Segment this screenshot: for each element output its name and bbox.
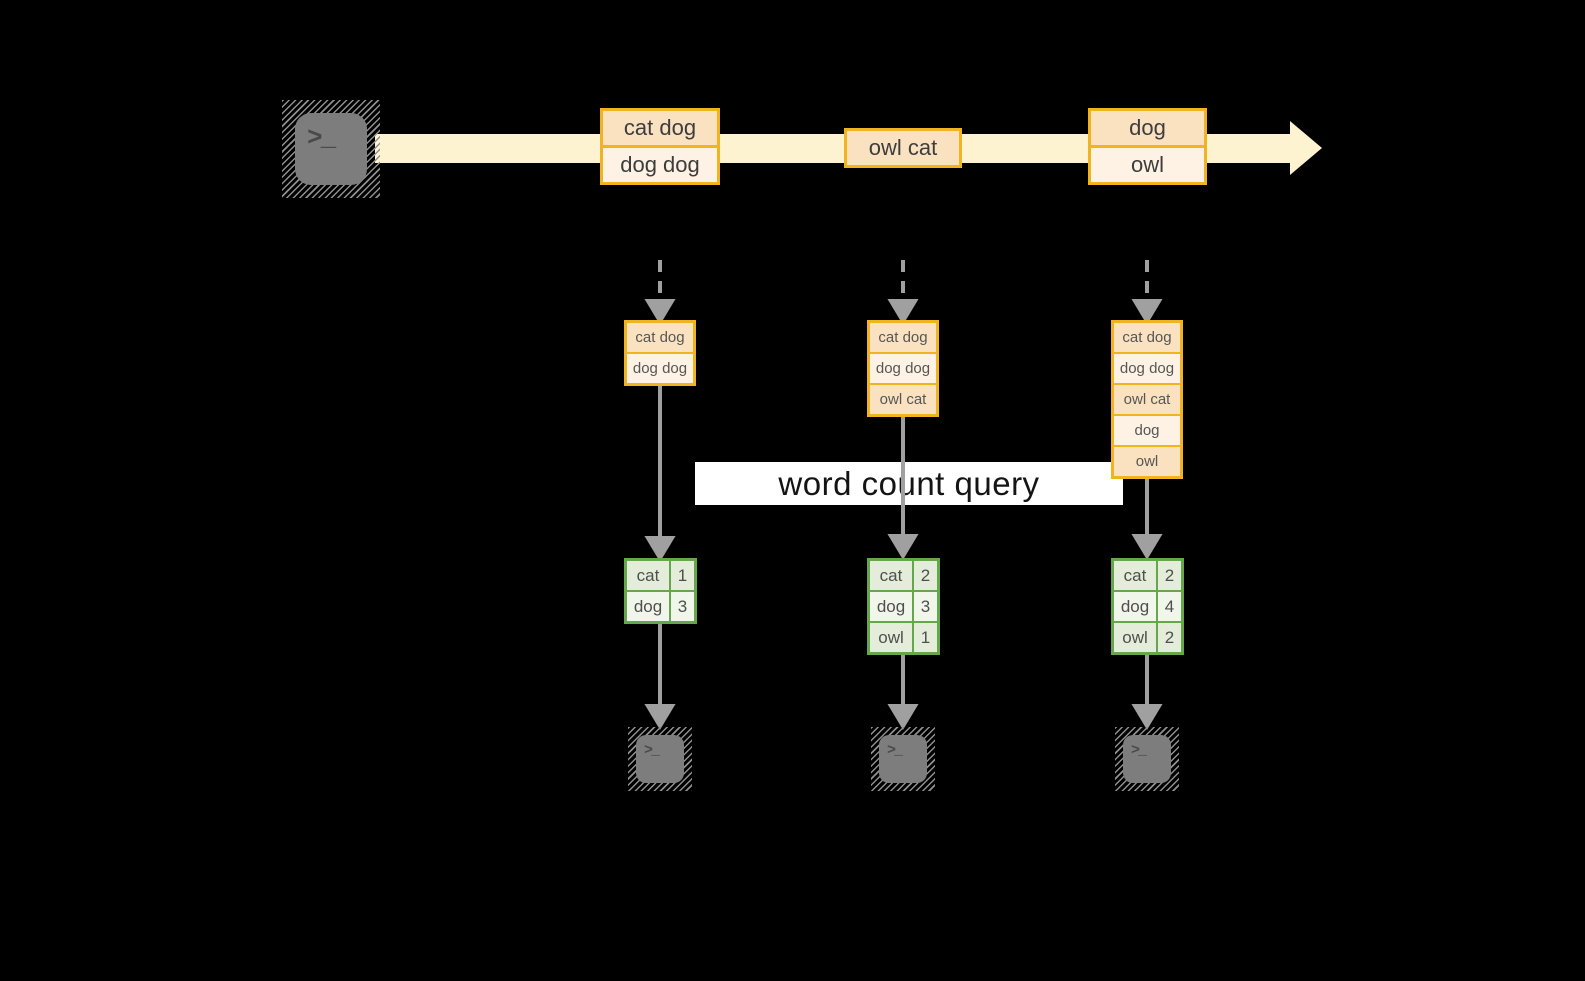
count-value-cell: 3 xyxy=(914,592,937,621)
count-value-cell: 2 xyxy=(1158,623,1181,652)
table-to-terminal-arrow-3-head xyxy=(1131,704,1163,730)
terminal-prompt-glyph: >_ xyxy=(307,123,336,153)
state-to-table-arrow-3-head xyxy=(1131,534,1163,560)
count-word-cell: dog xyxy=(627,592,669,621)
count-value-cell: 2 xyxy=(1158,561,1181,590)
stream-event-line: cat dog xyxy=(603,111,717,145)
state-row: dog dog xyxy=(627,354,693,383)
state-to-table-arrow-1-head xyxy=(644,536,676,562)
stream-event-line: owl xyxy=(1091,148,1204,182)
terminal-screen: >_ xyxy=(636,735,684,783)
count-word-cell: cat xyxy=(1114,561,1156,590)
stream-arrow-head xyxy=(1290,121,1322,175)
terminal-screen: >_ xyxy=(1123,735,1171,783)
terminal-prompt-glyph: >_ xyxy=(644,742,660,759)
count-table-3: cat 2 dog 4 owl 2 xyxy=(1111,558,1184,655)
state-row: cat dog xyxy=(870,323,936,352)
terminal-icon: >_ xyxy=(871,727,935,791)
state-row: dog xyxy=(1114,416,1180,445)
count-word-cell: owl xyxy=(870,623,912,652)
count-table-1: cat 1 dog 3 xyxy=(624,558,697,624)
count-value-cell: 2 xyxy=(914,561,937,590)
state-box-2: cat dog dog dog owl cat xyxy=(867,320,939,417)
terminal-screen: >_ xyxy=(295,113,367,185)
state-box-3: cat dog dog dog owl cat dog owl xyxy=(1111,320,1183,479)
stream-event-line: dog xyxy=(1091,111,1204,145)
stream-event-line: dog dog xyxy=(603,148,717,182)
count-value-cell: 1 xyxy=(671,561,694,590)
terminal-icon: >_ xyxy=(628,727,692,791)
state-row: dog dog xyxy=(1114,354,1180,383)
count-value-cell: 1 xyxy=(914,623,937,652)
state-box-1: cat dog dog dog xyxy=(624,320,696,386)
state-row: owl xyxy=(1114,447,1180,476)
terminal-icon: >_ xyxy=(282,100,380,198)
count-word-cell: owl xyxy=(1114,623,1156,652)
terminal-icon: >_ xyxy=(1115,727,1179,791)
state-row: cat dog xyxy=(1114,323,1180,352)
state-row: owl cat xyxy=(1114,385,1180,414)
count-table-2: cat 2 dog 3 owl 1 xyxy=(867,558,940,655)
count-word-cell: dog xyxy=(870,592,912,621)
state-to-table-arrow-2-head xyxy=(887,534,919,560)
count-word-cell: cat xyxy=(870,561,912,590)
stream-event-box-2: owl cat xyxy=(844,128,962,168)
stream-event-line: owl cat xyxy=(847,131,959,165)
table-to-terminal-arrow-1-head xyxy=(644,704,676,730)
state-row: dog dog xyxy=(870,354,936,383)
table-to-terminal-arrow-2-head xyxy=(887,704,919,730)
stream-event-box-1: cat dog dog dog xyxy=(600,108,720,185)
query-label-text: word count query xyxy=(778,464,1040,502)
terminal-screen: >_ xyxy=(879,735,927,783)
count-word-cell: cat xyxy=(627,561,669,590)
dashed-arrow-2-head xyxy=(887,299,919,325)
count-value-cell: 4 xyxy=(1158,592,1181,621)
dashed-arrow-1-head xyxy=(644,299,676,325)
count-word-cell: dog xyxy=(1114,592,1156,621)
count-value-cell: 3 xyxy=(671,592,694,621)
terminal-prompt-glyph: >_ xyxy=(887,742,903,759)
state-row: owl cat xyxy=(870,385,936,414)
stream-event-box-3: dog owl xyxy=(1088,108,1207,185)
state-row: cat dog xyxy=(627,323,693,352)
dashed-arrow-3-head xyxy=(1131,299,1163,325)
terminal-prompt-glyph: >_ xyxy=(1131,742,1147,759)
query-label: word count query xyxy=(695,462,1123,505)
